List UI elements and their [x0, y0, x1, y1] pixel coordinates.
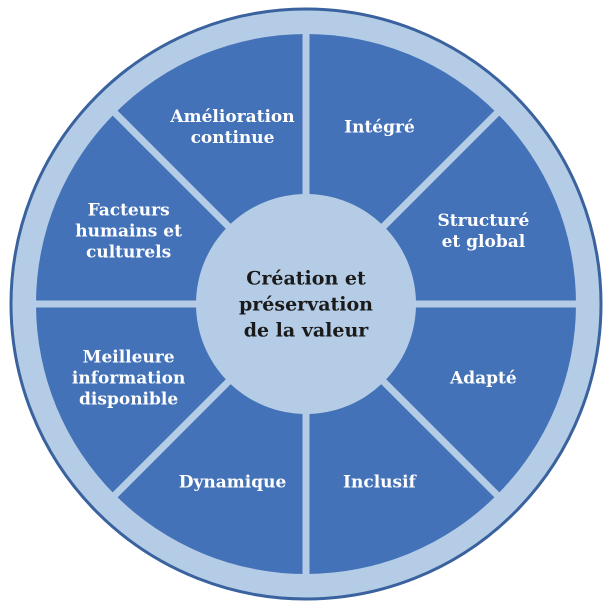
center-circle: [196, 194, 416, 414]
segment-label-adapte: Adapté: [449, 368, 517, 388]
segment-label-line: Amélioration: [169, 107, 294, 127]
segment-label-line: Meilleure: [83, 347, 175, 367]
center-label: Création et préservation de la valeur: [239, 268, 373, 342]
segment-label-line: Dynamique: [179, 472, 287, 492]
center-label-line: préservation: [239, 294, 373, 316]
segment-label-line: et global: [442, 232, 526, 252]
segment-label-line: Adapté: [449, 368, 517, 388]
segment-label-line: continue: [191, 128, 275, 148]
segment-label-line: Structuré: [437, 211, 529, 231]
dividers-layer: [13, 11, 599, 597]
segment-divider: [96, 94, 234, 232]
segment-label-line: humains et: [75, 221, 182, 241]
center-label-line: de la valeur: [244, 320, 370, 342]
segment-label-line: Intégré: [344, 118, 415, 138]
segment-label-line: information: [72, 368, 185, 388]
segment-label-line: disponible: [79, 389, 178, 409]
segment-label-integre: Intégré: [344, 118, 415, 138]
segment-divider: [96, 376, 234, 514]
segment-divider: [378, 94, 516, 232]
segment-divider: [378, 376, 516, 514]
segment-label-line: culturels: [86, 242, 171, 262]
segment-label-line: Inclusif: [343, 472, 418, 492]
segment-label-dynamique: Dynamique: [179, 472, 287, 492]
center-label-line: Création et: [246, 268, 366, 290]
segment-label-line: Facteurs: [88, 200, 170, 220]
segment-label-inclusif: Inclusif: [343, 472, 418, 492]
